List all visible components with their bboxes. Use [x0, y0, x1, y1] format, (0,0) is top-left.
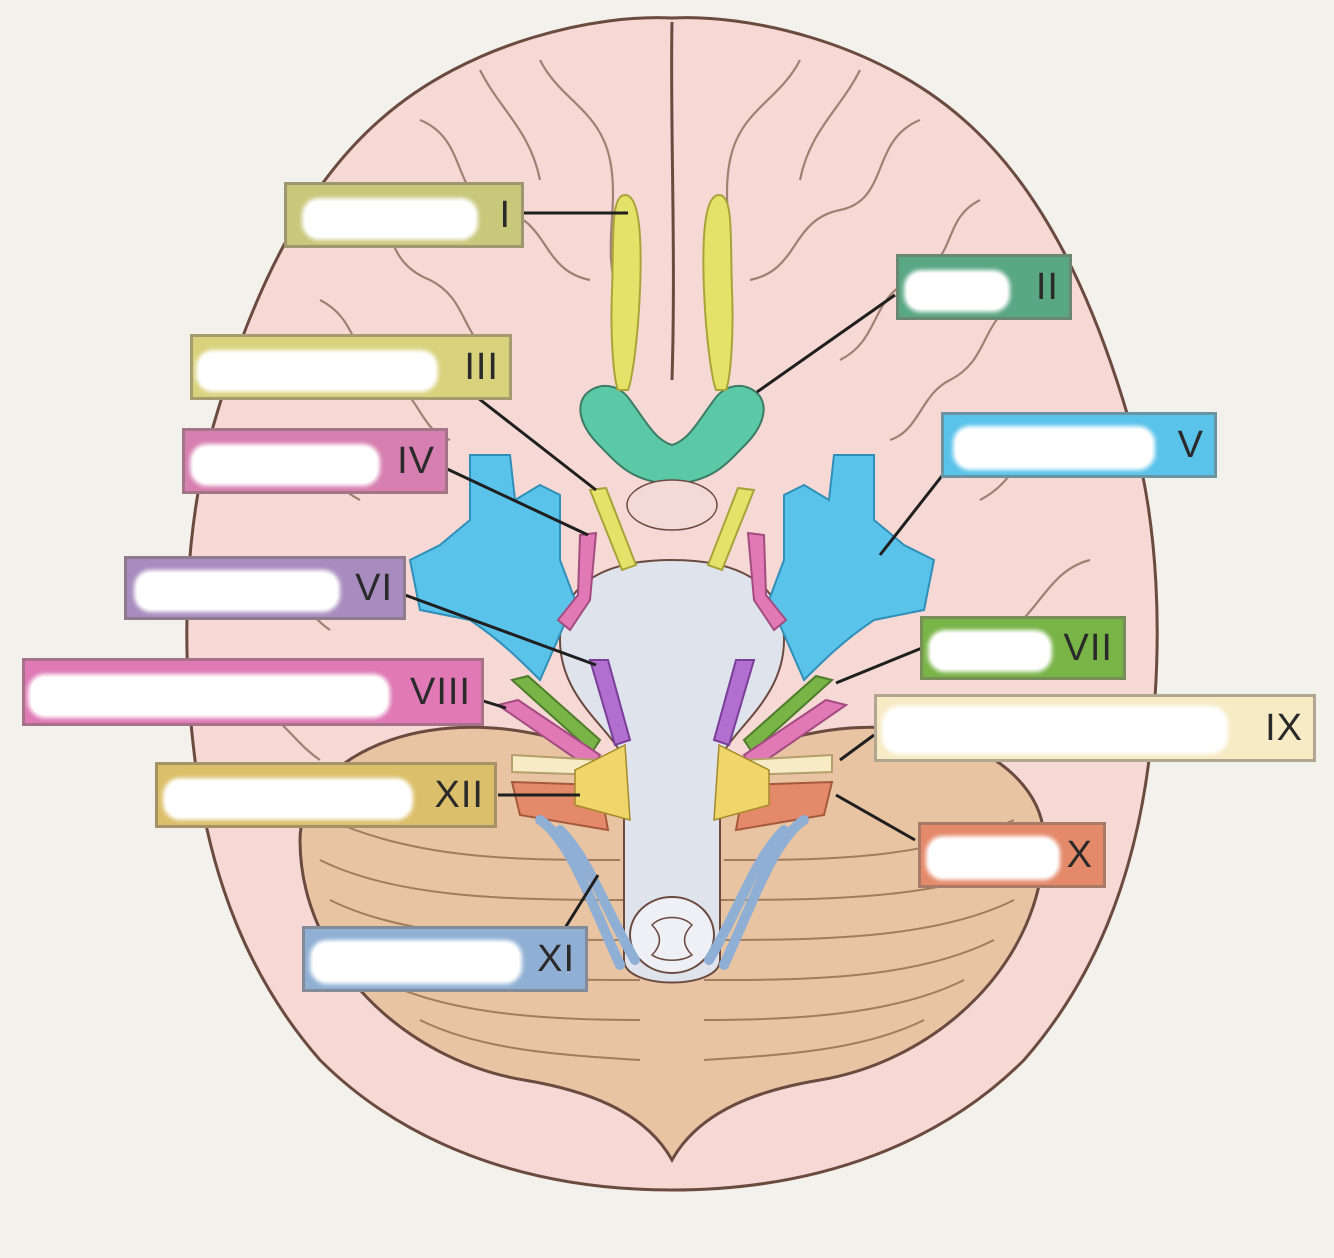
label-I-blank[interactable] — [305, 201, 475, 237]
label-VI-numeral: VI — [355, 567, 403, 610]
label-V-blank[interactable] — [956, 429, 1152, 467]
label-X: X — [918, 822, 1106, 888]
label-X-blank[interactable] — [929, 839, 1057, 877]
label-VII-numeral: VII — [1064, 627, 1123, 670]
label-VIII: VIII — [22, 658, 484, 726]
label-IV-numeral: IV — [397, 440, 445, 483]
label-II: II — [896, 254, 1072, 320]
label-III: III — [190, 334, 512, 400]
label-III-numeral: III — [464, 346, 509, 389]
label-IX: IX — [874, 694, 1316, 762]
label-XI-blank[interactable] — [313, 943, 519, 981]
label-XII-blank[interactable] — [166, 781, 410, 817]
label-XII-numeral: XII — [435, 774, 494, 817]
label-IV-blank[interactable] — [193, 447, 377, 483]
label-XI-numeral: XI — [537, 938, 585, 981]
label-III-blank[interactable] — [199, 353, 435, 389]
label-I-numeral: I — [499, 194, 521, 237]
label-VIII-blank[interactable] — [31, 677, 387, 715]
label-I: I — [284, 182, 524, 248]
label-V: V — [941, 412, 1217, 478]
label-IV: IV — [182, 428, 448, 494]
label-VII-blank[interactable] — [931, 633, 1049, 669]
label-VI: VI — [124, 556, 406, 620]
label-VII: VII — [920, 616, 1126, 680]
label-IX-numeral: IX — [1265, 707, 1313, 750]
label-II-blank[interactable] — [907, 273, 1007, 309]
label-XII: XII — [155, 762, 497, 828]
label-VI-blank[interactable] — [137, 573, 337, 609]
label-II-numeral: II — [1036, 266, 1069, 309]
label-XI: XI — [302, 926, 588, 992]
label-VIII-numeral: VIII — [410, 671, 481, 714]
label-X-numeral: X — [1067, 834, 1103, 877]
label-V-numeral: V — [1178, 424, 1214, 467]
label-IX-blank[interactable] — [885, 709, 1225, 751]
